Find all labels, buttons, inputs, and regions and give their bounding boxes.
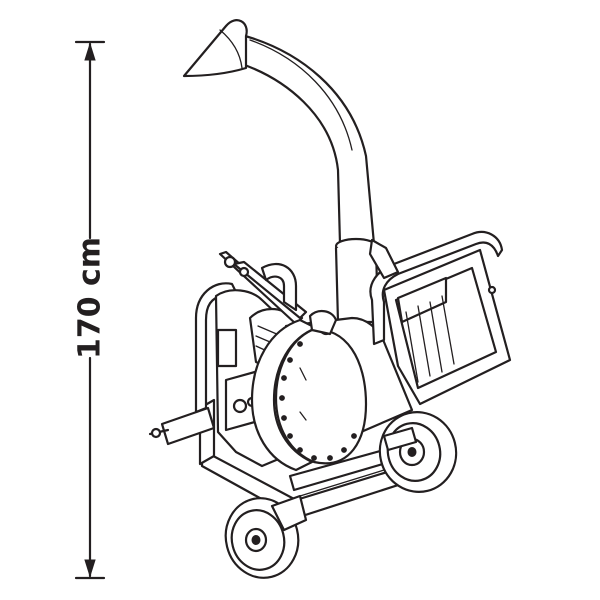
cover-bolts xyxy=(279,341,357,461)
feed-hopper xyxy=(368,230,512,406)
discharge-chute xyxy=(182,19,380,324)
engine-panel xyxy=(216,328,238,368)
lever-bolt-icon xyxy=(223,255,237,269)
chute-deflector xyxy=(182,19,248,78)
wheel-right xyxy=(378,411,458,493)
dimension-arrow-up-icon xyxy=(84,42,96,61)
flywheel-cover xyxy=(274,328,368,465)
dimension-label: 170 cm xyxy=(73,237,108,359)
flywheel-rim xyxy=(250,318,318,472)
chipper-housing xyxy=(250,310,414,472)
hitch-bar xyxy=(160,406,216,446)
height-dimension: 170 cm xyxy=(73,40,108,580)
dimension-arrow-down-icon xyxy=(84,559,96,578)
wheel-left xyxy=(224,494,308,579)
